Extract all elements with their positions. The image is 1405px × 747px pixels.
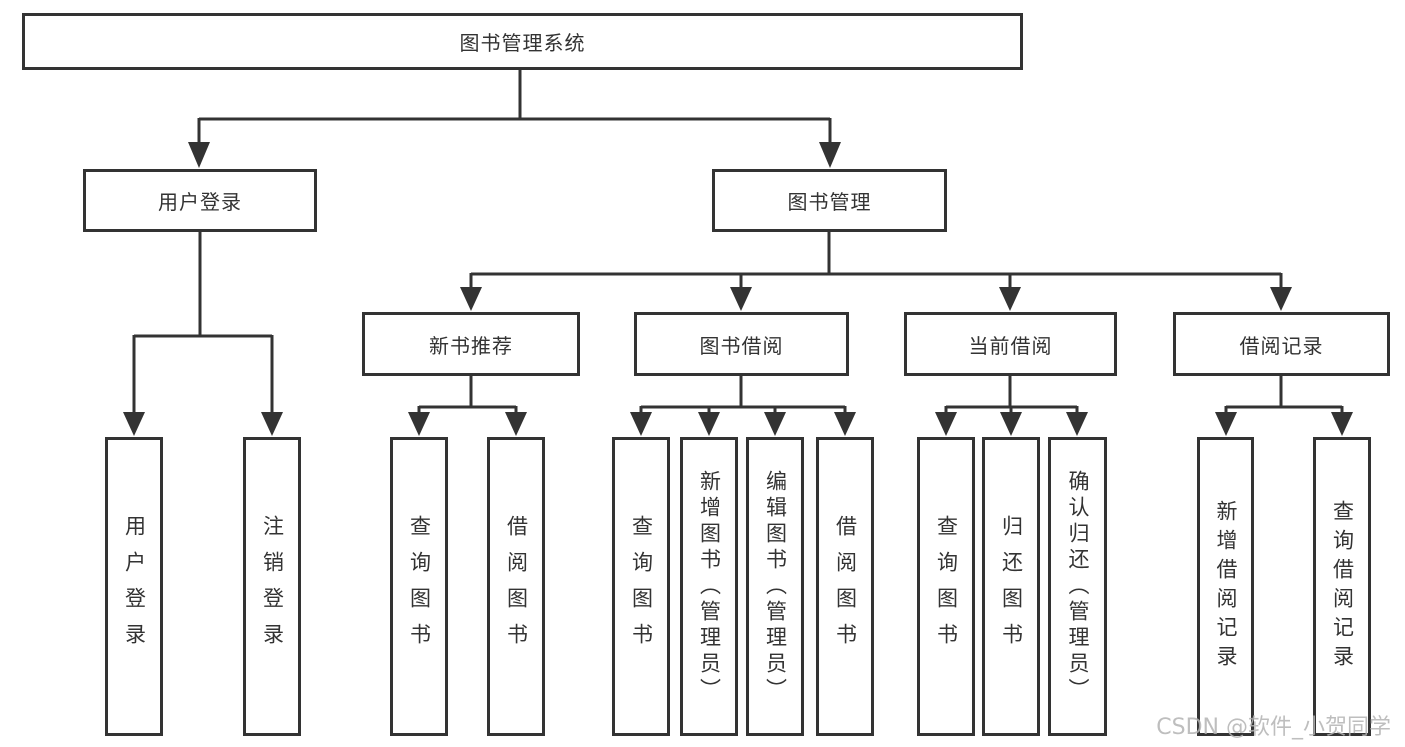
arrowhead-down	[1270, 287, 1292, 311]
connector-user-login-branch	[123, 232, 283, 436]
connector-book-borrowing	[630, 376, 856, 436]
arrowhead-down	[730, 287, 752, 311]
arrowhead-down	[188, 142, 210, 168]
node-borrow-books-recommend: 借阅图书	[487, 437, 545, 736]
node-book-management-branch: 图书管理	[712, 169, 947, 232]
node-current-borrowing: 当前借阅	[904, 312, 1117, 376]
arrowhead-down	[698, 412, 720, 436]
node-add-borrow-record: 新增借阅记录	[1197, 437, 1254, 736]
node-logout: 注销登录	[243, 437, 301, 736]
arrowhead-down	[1215, 412, 1237, 436]
watermark-text: CSDN @软件_小贺同学	[1156, 715, 1391, 740]
connector-borrow-records	[1215, 376, 1353, 436]
node-library-management-system: 图书管理系统	[22, 13, 1023, 70]
arrowhead-down	[261, 412, 283, 436]
node-book-borrowing: 图书借阅	[634, 312, 849, 376]
arrowhead-down	[1066, 412, 1088, 436]
arrowhead-down	[1331, 412, 1353, 436]
node-add-books-admin: 新增图书（管理员）	[680, 437, 738, 736]
arrowhead-down	[408, 412, 430, 436]
arrowhead-down	[460, 287, 482, 311]
node-confirm-return-admin: 确认归还（管理员）	[1048, 437, 1107, 736]
arrowhead-down	[819, 142, 841, 168]
node-query-borrow-record: 查询借阅记录	[1313, 437, 1371, 736]
node-borrow-records: 借阅记录	[1173, 312, 1390, 376]
arrowhead-down	[834, 412, 856, 436]
arrowhead-down	[1000, 412, 1022, 436]
connector-current-borrowing	[935, 376, 1088, 436]
node-user-login-branch: 用户登录	[83, 169, 317, 232]
arrowhead-down	[630, 412, 652, 436]
arrowhead-down	[123, 412, 145, 436]
node-query-books-current: 查询图书	[917, 437, 975, 736]
node-user-login: 用户登录	[105, 437, 163, 736]
arrowhead-down	[999, 287, 1021, 311]
arrowhead-down	[505, 412, 527, 436]
connector-book-management-branch	[460, 232, 1292, 311]
node-query-books-recommend: 查询图书	[390, 437, 448, 736]
connector-root	[188, 69, 841, 168]
node-query-books-borrowing: 查询图书	[612, 437, 670, 736]
arrowhead-down	[935, 412, 957, 436]
node-return-books: 归还图书	[982, 437, 1040, 736]
connector-new-book-recommend	[408, 376, 527, 436]
node-edit-books-admin: 编辑图书（管理员）	[746, 437, 804, 736]
node-new-book-recommend: 新书推荐	[362, 312, 580, 376]
node-borrow-books: 借阅图书	[816, 437, 874, 736]
arrowhead-down	[764, 412, 786, 436]
